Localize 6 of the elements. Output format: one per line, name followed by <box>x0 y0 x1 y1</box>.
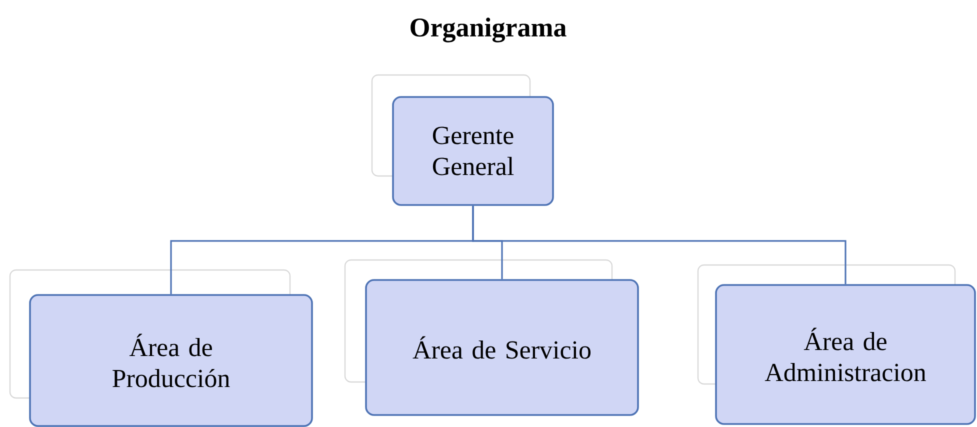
org-box: Área de Servicio <box>365 279 639 416</box>
org-box: Gerente General <box>392 96 554 206</box>
connector-line <box>472 206 846 284</box>
org-box: Área de Administracion <box>715 284 976 425</box>
org-box: Área de Producción <box>29 294 313 427</box>
title: Organigrama <box>410 18 566 42</box>
